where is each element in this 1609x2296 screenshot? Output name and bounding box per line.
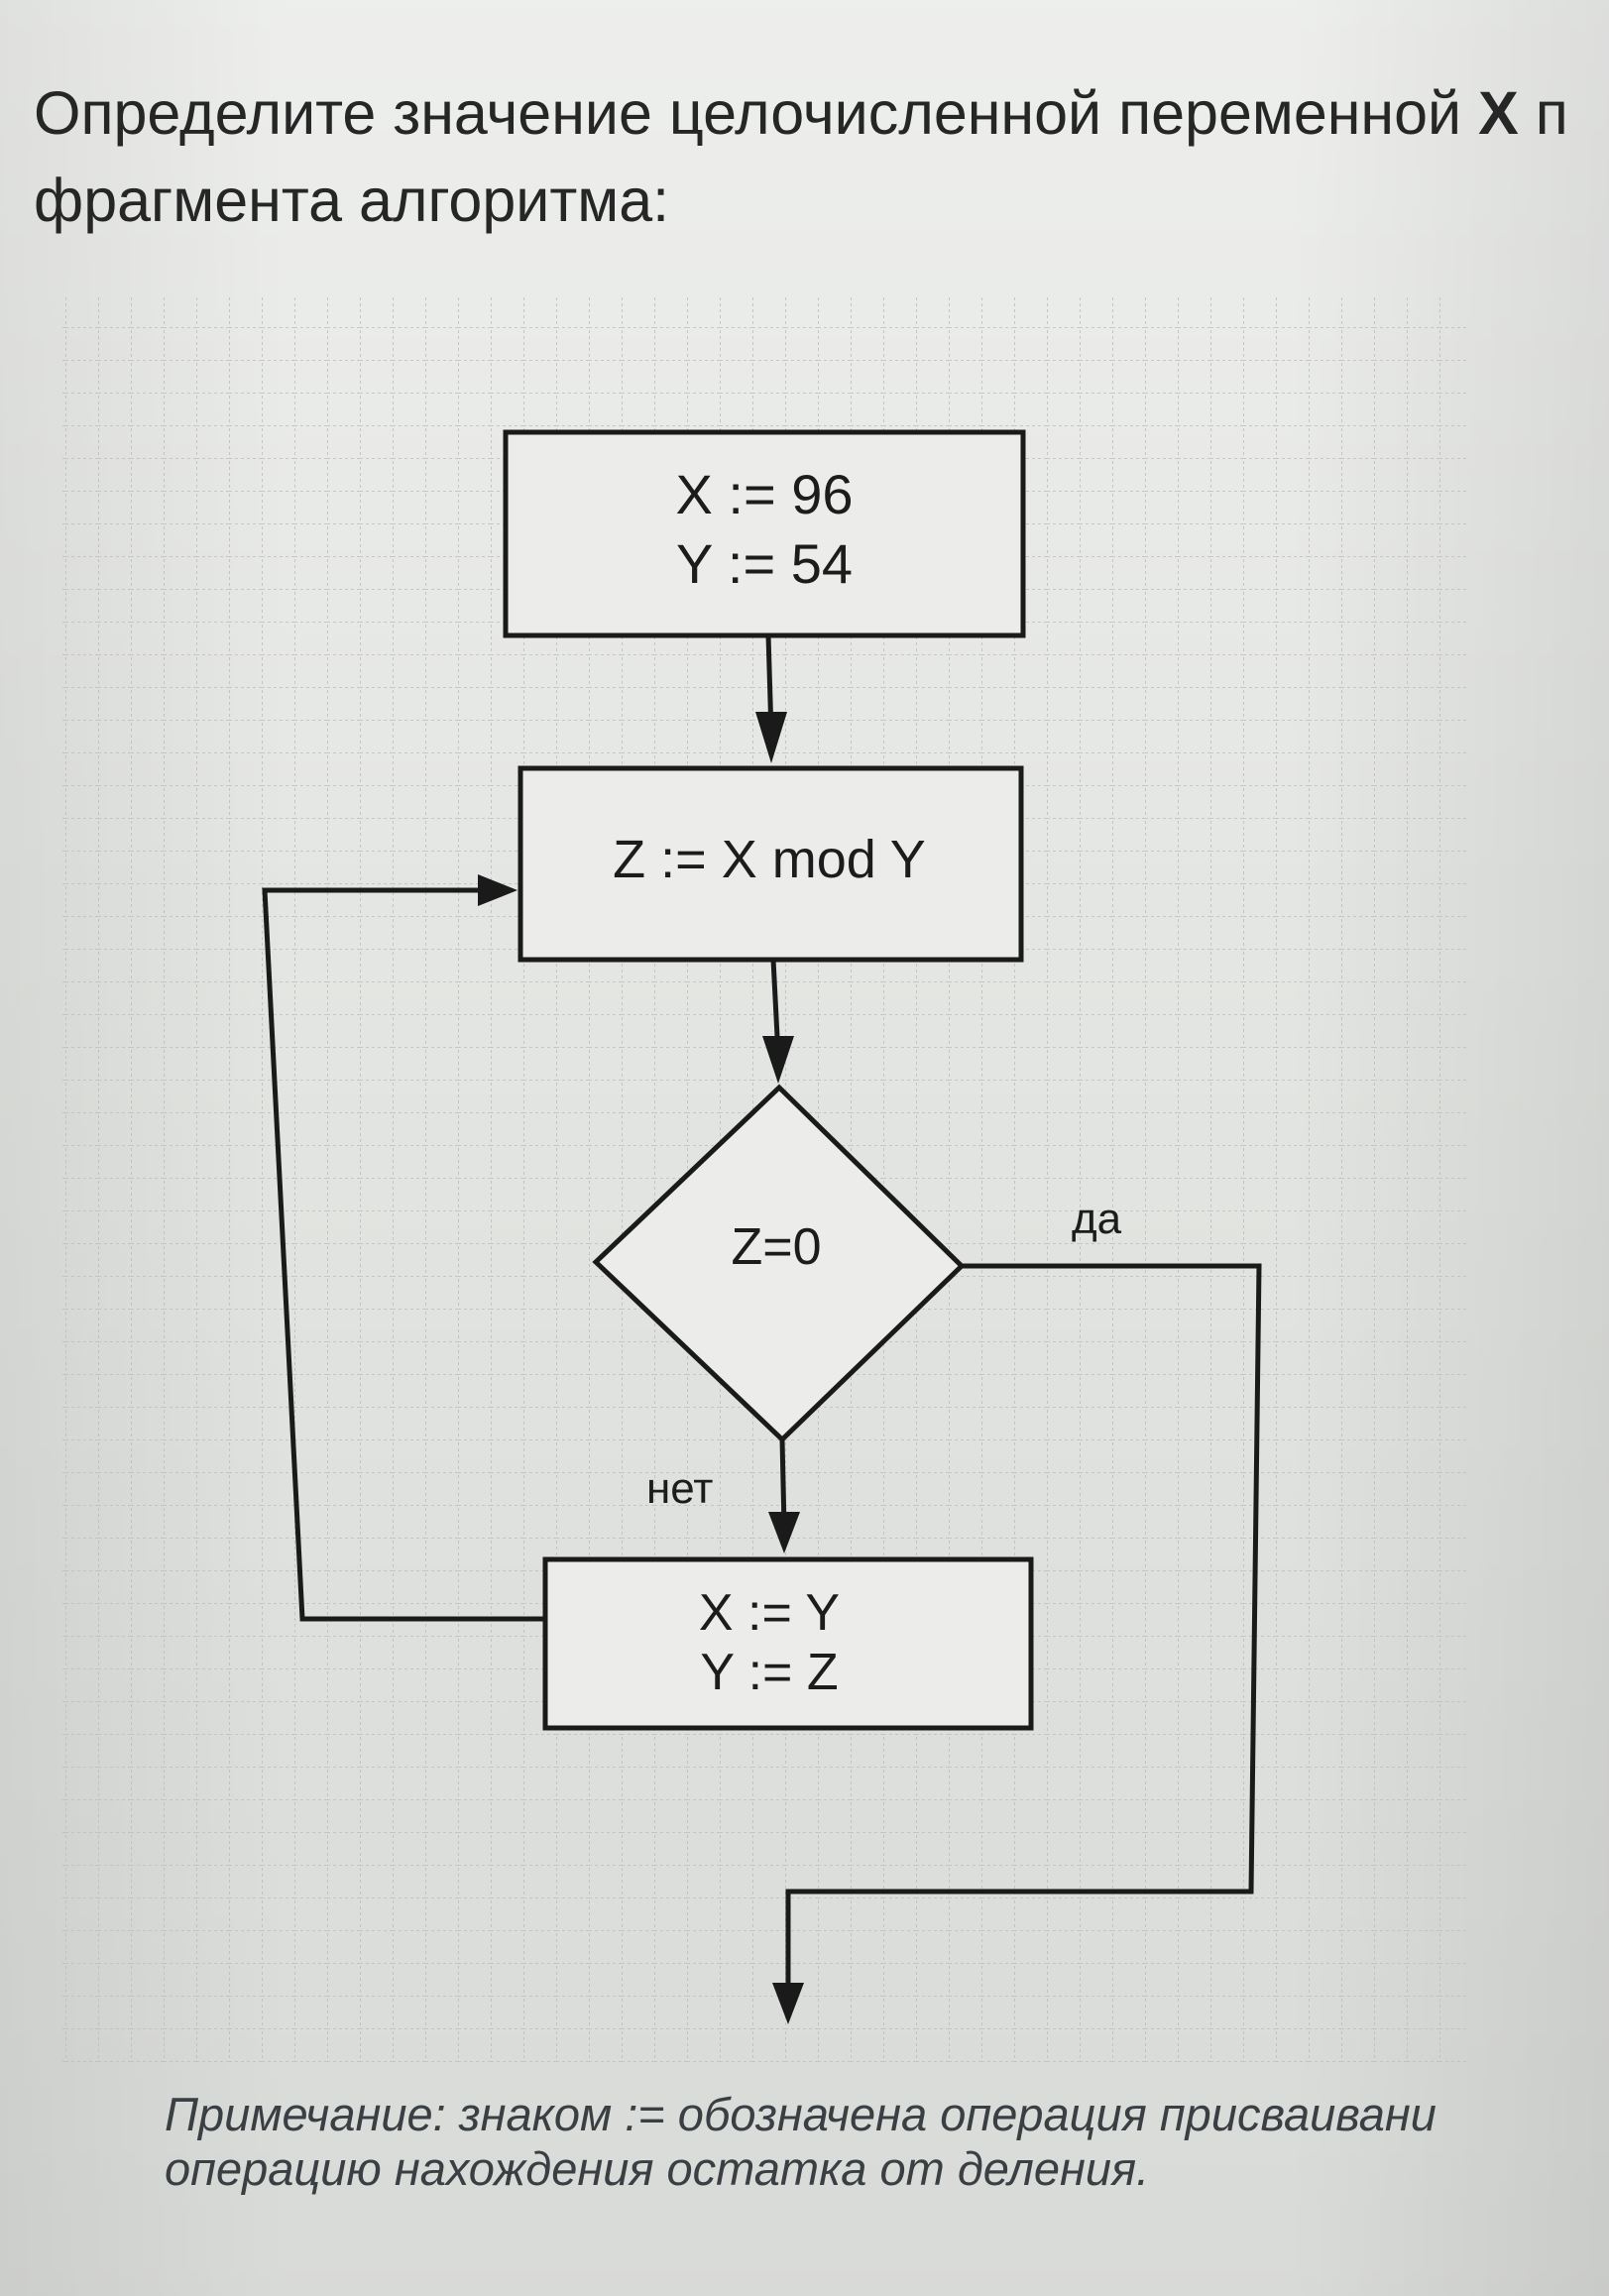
note: Примечание: знаком := обозначена операци…: [165, 2087, 1609, 2196]
start-block-line-1: X := 96: [675, 463, 853, 525]
start-block: X := 96 Y := 54: [503, 429, 1026, 638]
mod-block: Z := X mod Y: [517, 765, 1024, 963]
question-line-2: фрагмента алгоритма:: [34, 167, 670, 234]
yes-label: да: [1072, 1195, 1122, 1243]
swap-block-line-2: Y := Z: [700, 1644, 838, 1701]
question-text: Определите значение целочисленной переме…: [34, 69, 1609, 244]
arrow-mod-to-condition: [762, 959, 794, 1084]
yes-branch: [772, 1263, 1262, 2024]
condition-text: Z=0: [731, 1218, 821, 1276]
note-line-2: операцию нахождения остатка от деления.: [165, 2142, 1150, 2195]
arrow-start-to-mod: [755, 634, 787, 763]
start-block-line-2: Y := 54: [676, 532, 853, 595]
loop-back-arrow: [262, 874, 545, 1622]
no-label: нет: [646, 1464, 713, 1513]
question-line-1: Определите значение целочисленной переме…: [34, 79, 1568, 147]
note-line-1: Примечание: знаком := обозначена операци…: [165, 2088, 1437, 2140]
mod-block-text: Z := X mod Y: [613, 830, 926, 889]
no-branch-arrow: [768, 1438, 800, 1553]
swap-block: X := Y Y := Z: [542, 1556, 1034, 1731]
variable-x: X: [1478, 79, 1519, 147]
swap-block-line-1: X := Y: [699, 1584, 840, 1642]
